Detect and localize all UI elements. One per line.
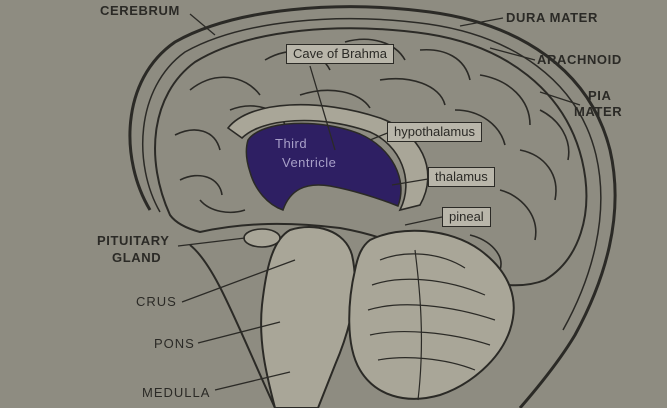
ventricle-label-line1: Third <box>275 136 308 151</box>
label-pituitary: PITUITARY <box>97 233 170 248</box>
brainstem-shape <box>260 226 356 408</box>
box-hypothalamus: hypothalamus <box>387 122 482 142</box>
label-pia: PIA <box>588 88 612 103</box>
pituitary-gland-shape <box>243 228 281 248</box>
label-cerebrum: CEREBRUM <box>100 3 180 18</box>
leader-lines <box>177 13 581 391</box>
box-pineal: pineal <box>442 207 491 227</box>
arachnoid-outline <box>142 17 602 331</box>
box-thalamus: thalamus <box>428 167 495 187</box>
corpus-callosum <box>226 103 429 212</box>
label-arachnoid: ARACHNOID <box>537 52 622 67</box>
label-pons: PONS <box>154 336 195 351</box>
label-crus: CRUS <box>136 294 177 309</box>
ventricle-label-line2: Ventricle <box>282 155 337 170</box>
box-cave-of-brahma: Cave of Brahma <box>286 44 394 64</box>
label-medulla: MEDULLA <box>142 385 211 400</box>
cerebellum-folia <box>367 249 496 401</box>
skull-base-outline <box>189 244 276 408</box>
third-ventricle-shape <box>245 122 402 211</box>
label-gland: GLAND <box>112 250 162 265</box>
dura-mater-outline <box>128 5 617 408</box>
label-mater: MATER <box>574 104 623 119</box>
label-dura-mater: DURA MATER <box>506 10 598 25</box>
cerebellum-shape <box>348 229 515 400</box>
